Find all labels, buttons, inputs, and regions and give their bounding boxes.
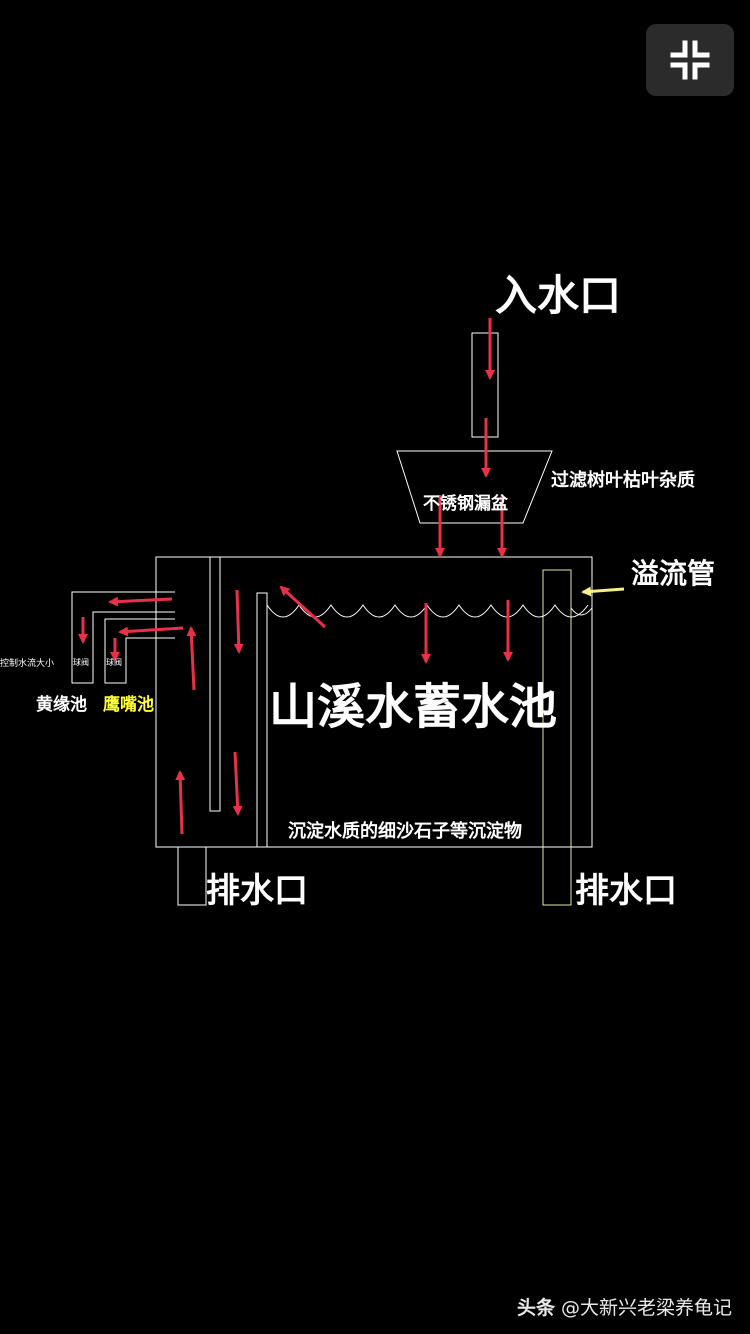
label-pool: 山溪水蓄水池 <box>269 679 557 735</box>
reservoir-tank <box>155 556 593 848</box>
watermark: 头条@大新兴老梁养龟记 <box>517 1293 732 1320</box>
outlet-pipe-inner <box>104 618 175 684</box>
watermark-handle: @大新兴老梁养龟记 <box>560 1297 732 1319</box>
label-steel-basin: 不锈钢漏盆 <box>423 493 509 514</box>
label-drain-left: 排水口 <box>206 871 308 911</box>
collapse-icon <box>670 40 710 80</box>
label-valve-left: 球阀 <box>73 657 89 667</box>
label-overflow-pipe: 溢流管 <box>631 557 715 590</box>
flow-arrow-outlet-lower <box>118 626 184 637</box>
exit-fullscreen-button[interactable] <box>646 24 734 96</box>
label-inlet: 入水口 <box>495 271 621 320</box>
flow-arrow-surface <box>279 585 327 629</box>
label-pond-right: 鹰嘴池 <box>103 694 154 715</box>
flow-arrow-outlet-upper <box>108 596 173 607</box>
flow-arrow-baffle-down-2 <box>232 751 243 816</box>
overflow-indicator-arrow <box>581 586 625 597</box>
flow-arrow-chamber-up-1 <box>186 626 197 691</box>
steel-funnel-basin <box>396 450 553 524</box>
flow-arrows <box>78 318 513 835</box>
inner-baffle-right <box>256 592 268 848</box>
label-drain-right: 排水口 <box>575 871 677 911</box>
label-control-note: 控制水流大小 <box>0 657 54 669</box>
flow-arrow-chamber-up-2 <box>175 770 186 835</box>
drain-pipe-left <box>177 847 207 906</box>
label-filter-note: 过滤树叶枯叶杂质 <box>551 469 695 491</box>
label-valve-right: 球阀 <box>106 657 122 667</box>
label-sediment-note: 沉淀水质的细沙石子等沉淀物 <box>288 820 522 842</box>
outlet-pipe-outer <box>71 591 175 684</box>
watermark-brand: 头条 <box>516 1297 555 1319</box>
inner-baffle-left <box>209 556 221 812</box>
label-pond-left: 黄缘池 <box>36 694 87 715</box>
flow-arrow-baffle-down-1 <box>233 589 244 654</box>
water-surface-wave-overflow <box>570 607 593 616</box>
overflow-pipe <box>542 569 572 906</box>
